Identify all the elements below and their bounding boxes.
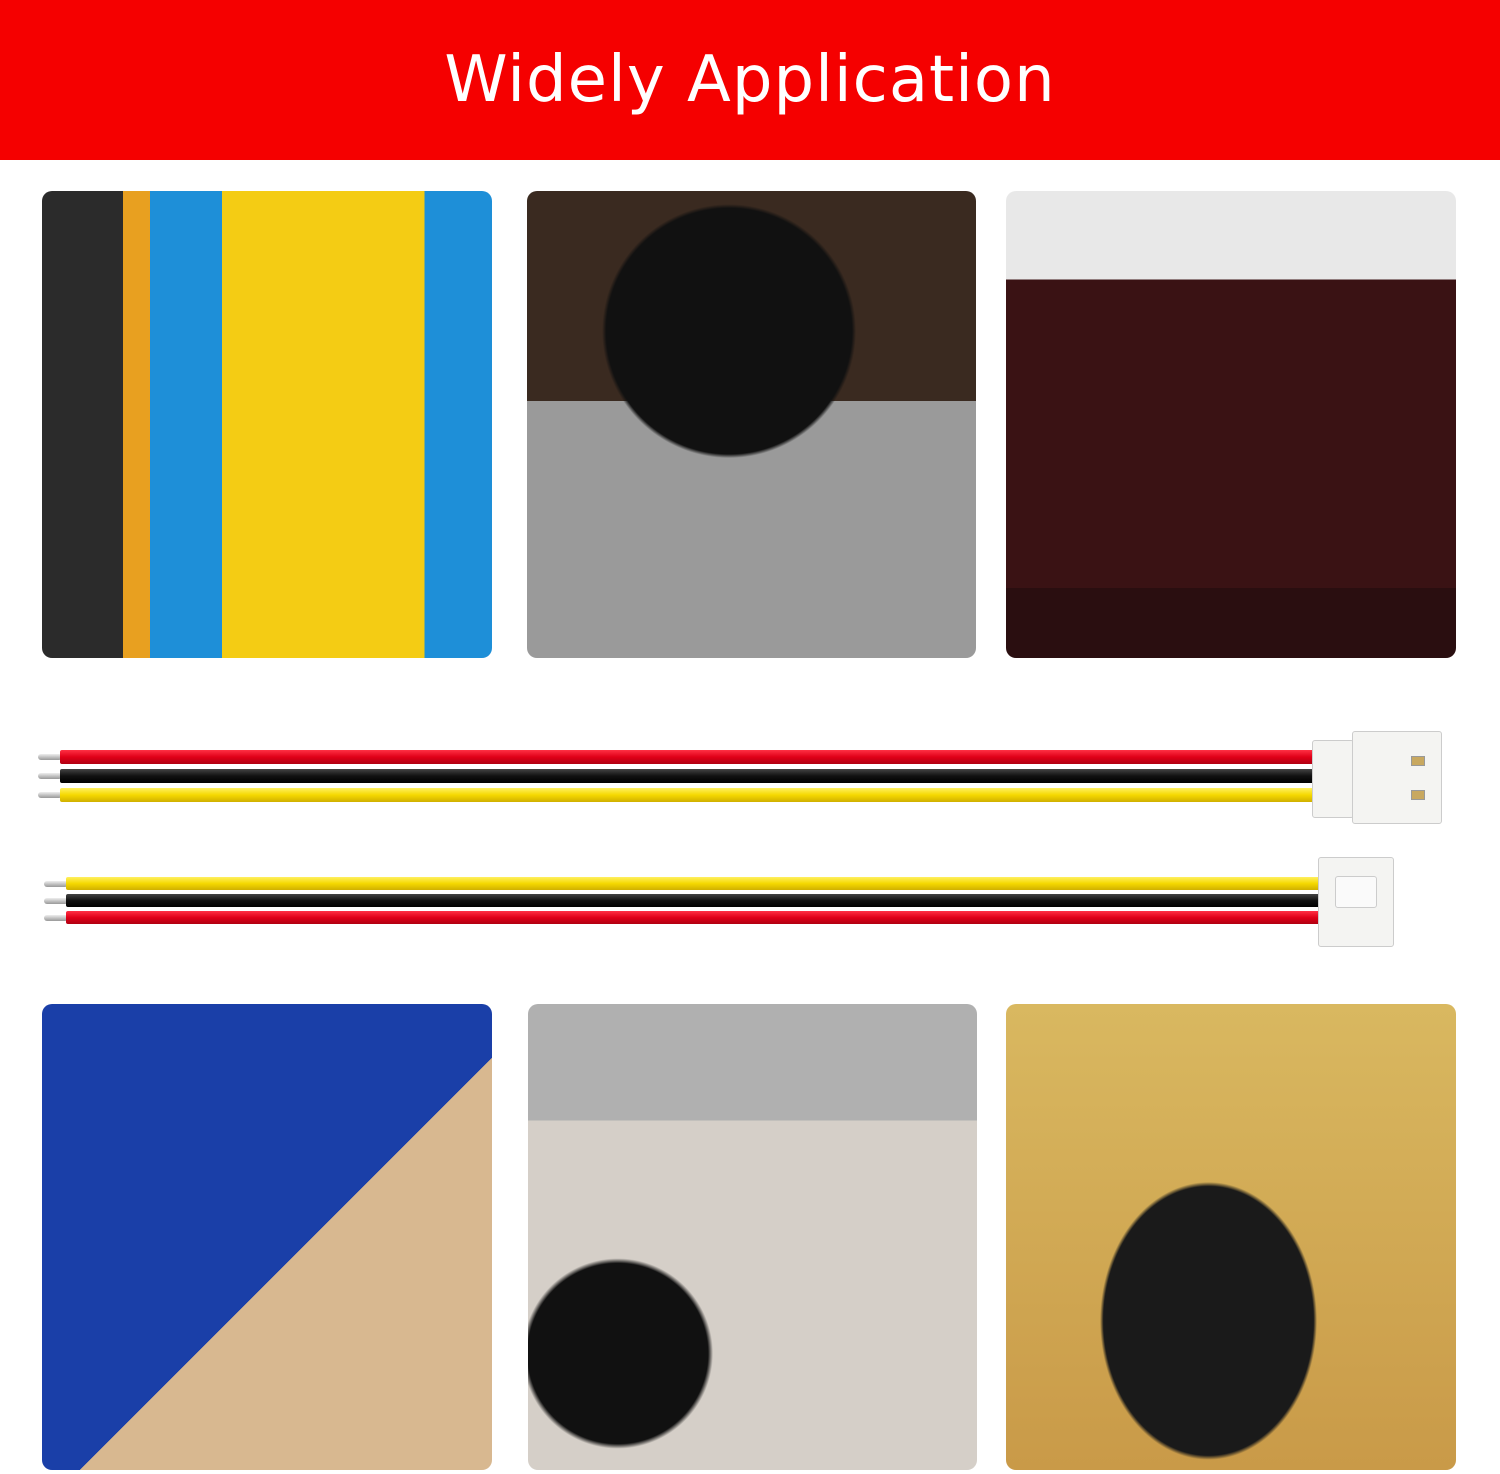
wire-pin xyxy=(38,773,62,779)
connector-housing xyxy=(1312,740,1354,818)
application-photo-audio-module xyxy=(42,1004,492,1470)
connector-head xyxy=(1318,857,1394,947)
application-photo-battery-board xyxy=(42,191,492,658)
application-photo-led-light xyxy=(1006,191,1456,658)
application-photo-display-module xyxy=(1006,1004,1456,1470)
connector-pin xyxy=(1411,756,1425,766)
wire-pin xyxy=(44,881,68,887)
title-banner: Widely Application xyxy=(0,0,1500,160)
black-wire xyxy=(66,894,1322,907)
connector-pin xyxy=(1411,790,1425,800)
wire-pin xyxy=(38,754,62,760)
red-wire xyxy=(60,750,1315,764)
wire-pin xyxy=(38,792,62,798)
connector-latch xyxy=(1335,876,1377,908)
black-wire xyxy=(60,769,1315,783)
application-photo-fan-controller xyxy=(527,191,976,658)
connector-head xyxy=(1352,731,1442,824)
yellow-wire xyxy=(60,788,1315,802)
page-title: Widely Application xyxy=(444,43,1056,117)
wire-pin xyxy=(44,898,68,904)
yellow-wire xyxy=(66,877,1322,890)
wire-pin xyxy=(44,915,68,921)
application-photo-camera-module xyxy=(528,1004,977,1470)
red-wire xyxy=(66,911,1322,924)
